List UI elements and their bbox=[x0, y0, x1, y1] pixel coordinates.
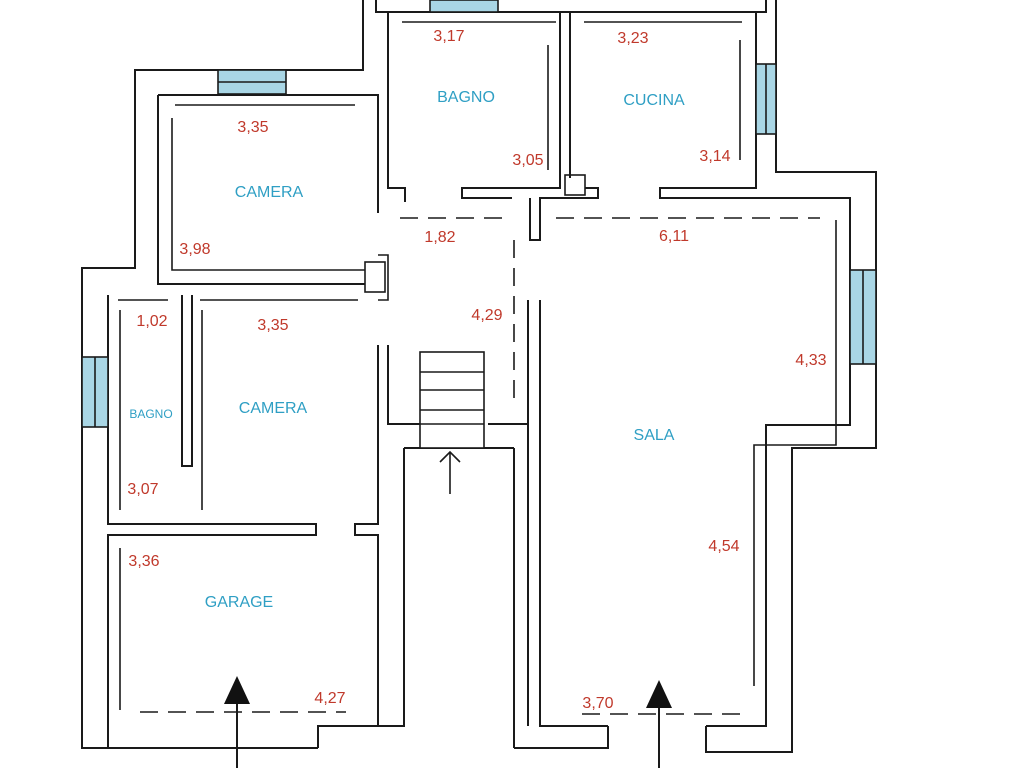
dim-bagno-small-width: 1,02 bbox=[136, 313, 167, 330]
room-cucina: CUCINA bbox=[623, 92, 685, 109]
room-camera-mid: CAMERA bbox=[239, 400, 308, 417]
dim-bagno-depth: 3,05 bbox=[512, 152, 543, 169]
triangle-up-icon bbox=[646, 680, 672, 768]
triangle-up-icon bbox=[224, 676, 250, 768]
room-camera-top: CAMERA bbox=[235, 184, 304, 201]
dim-sala-right-lower: 4,54 bbox=[708, 538, 739, 555]
dim-cucina-width: 3,23 bbox=[617, 30, 648, 47]
room-sala: SALA bbox=[634, 427, 675, 444]
dim-corridor-width: 1,82 bbox=[424, 229, 455, 246]
dim-cucina-depth: 3,14 bbox=[699, 148, 730, 165]
dim-bagno-small-depth: 3,07 bbox=[127, 481, 158, 498]
dim-sala-top-width: 6,11 bbox=[659, 228, 689, 245]
dim-camera-mid-width: 3,35 bbox=[257, 317, 288, 334]
dim-camera-top-depth: 3,98 bbox=[179, 241, 210, 258]
room-bagno-small: BAGNO bbox=[129, 407, 172, 421]
dim-camera-top-width: 3,35 bbox=[237, 119, 268, 136]
windows bbox=[81, 0, 877, 428]
stairs bbox=[419, 351, 485, 449]
room-garage: GARAGE bbox=[205, 594, 273, 611]
room-bagno-top: BAGNO bbox=[437, 89, 495, 106]
dim-corridor-length: 4,29 bbox=[471, 307, 502, 324]
dim-bagno-width: 3,17 bbox=[433, 28, 464, 45]
dashed-openings bbox=[140, 217, 820, 715]
dim-sala-right-upper: 4,33 bbox=[795, 352, 826, 369]
dim-garage-depth: 3,36 bbox=[128, 553, 159, 570]
dim-garage-width: 4,27 bbox=[314, 690, 345, 707]
arrow-up-icon bbox=[439, 450, 461, 494]
dim-sala-bottom-width: 3,70 bbox=[582, 695, 613, 712]
window-bagno-top bbox=[429, 0, 499, 13]
